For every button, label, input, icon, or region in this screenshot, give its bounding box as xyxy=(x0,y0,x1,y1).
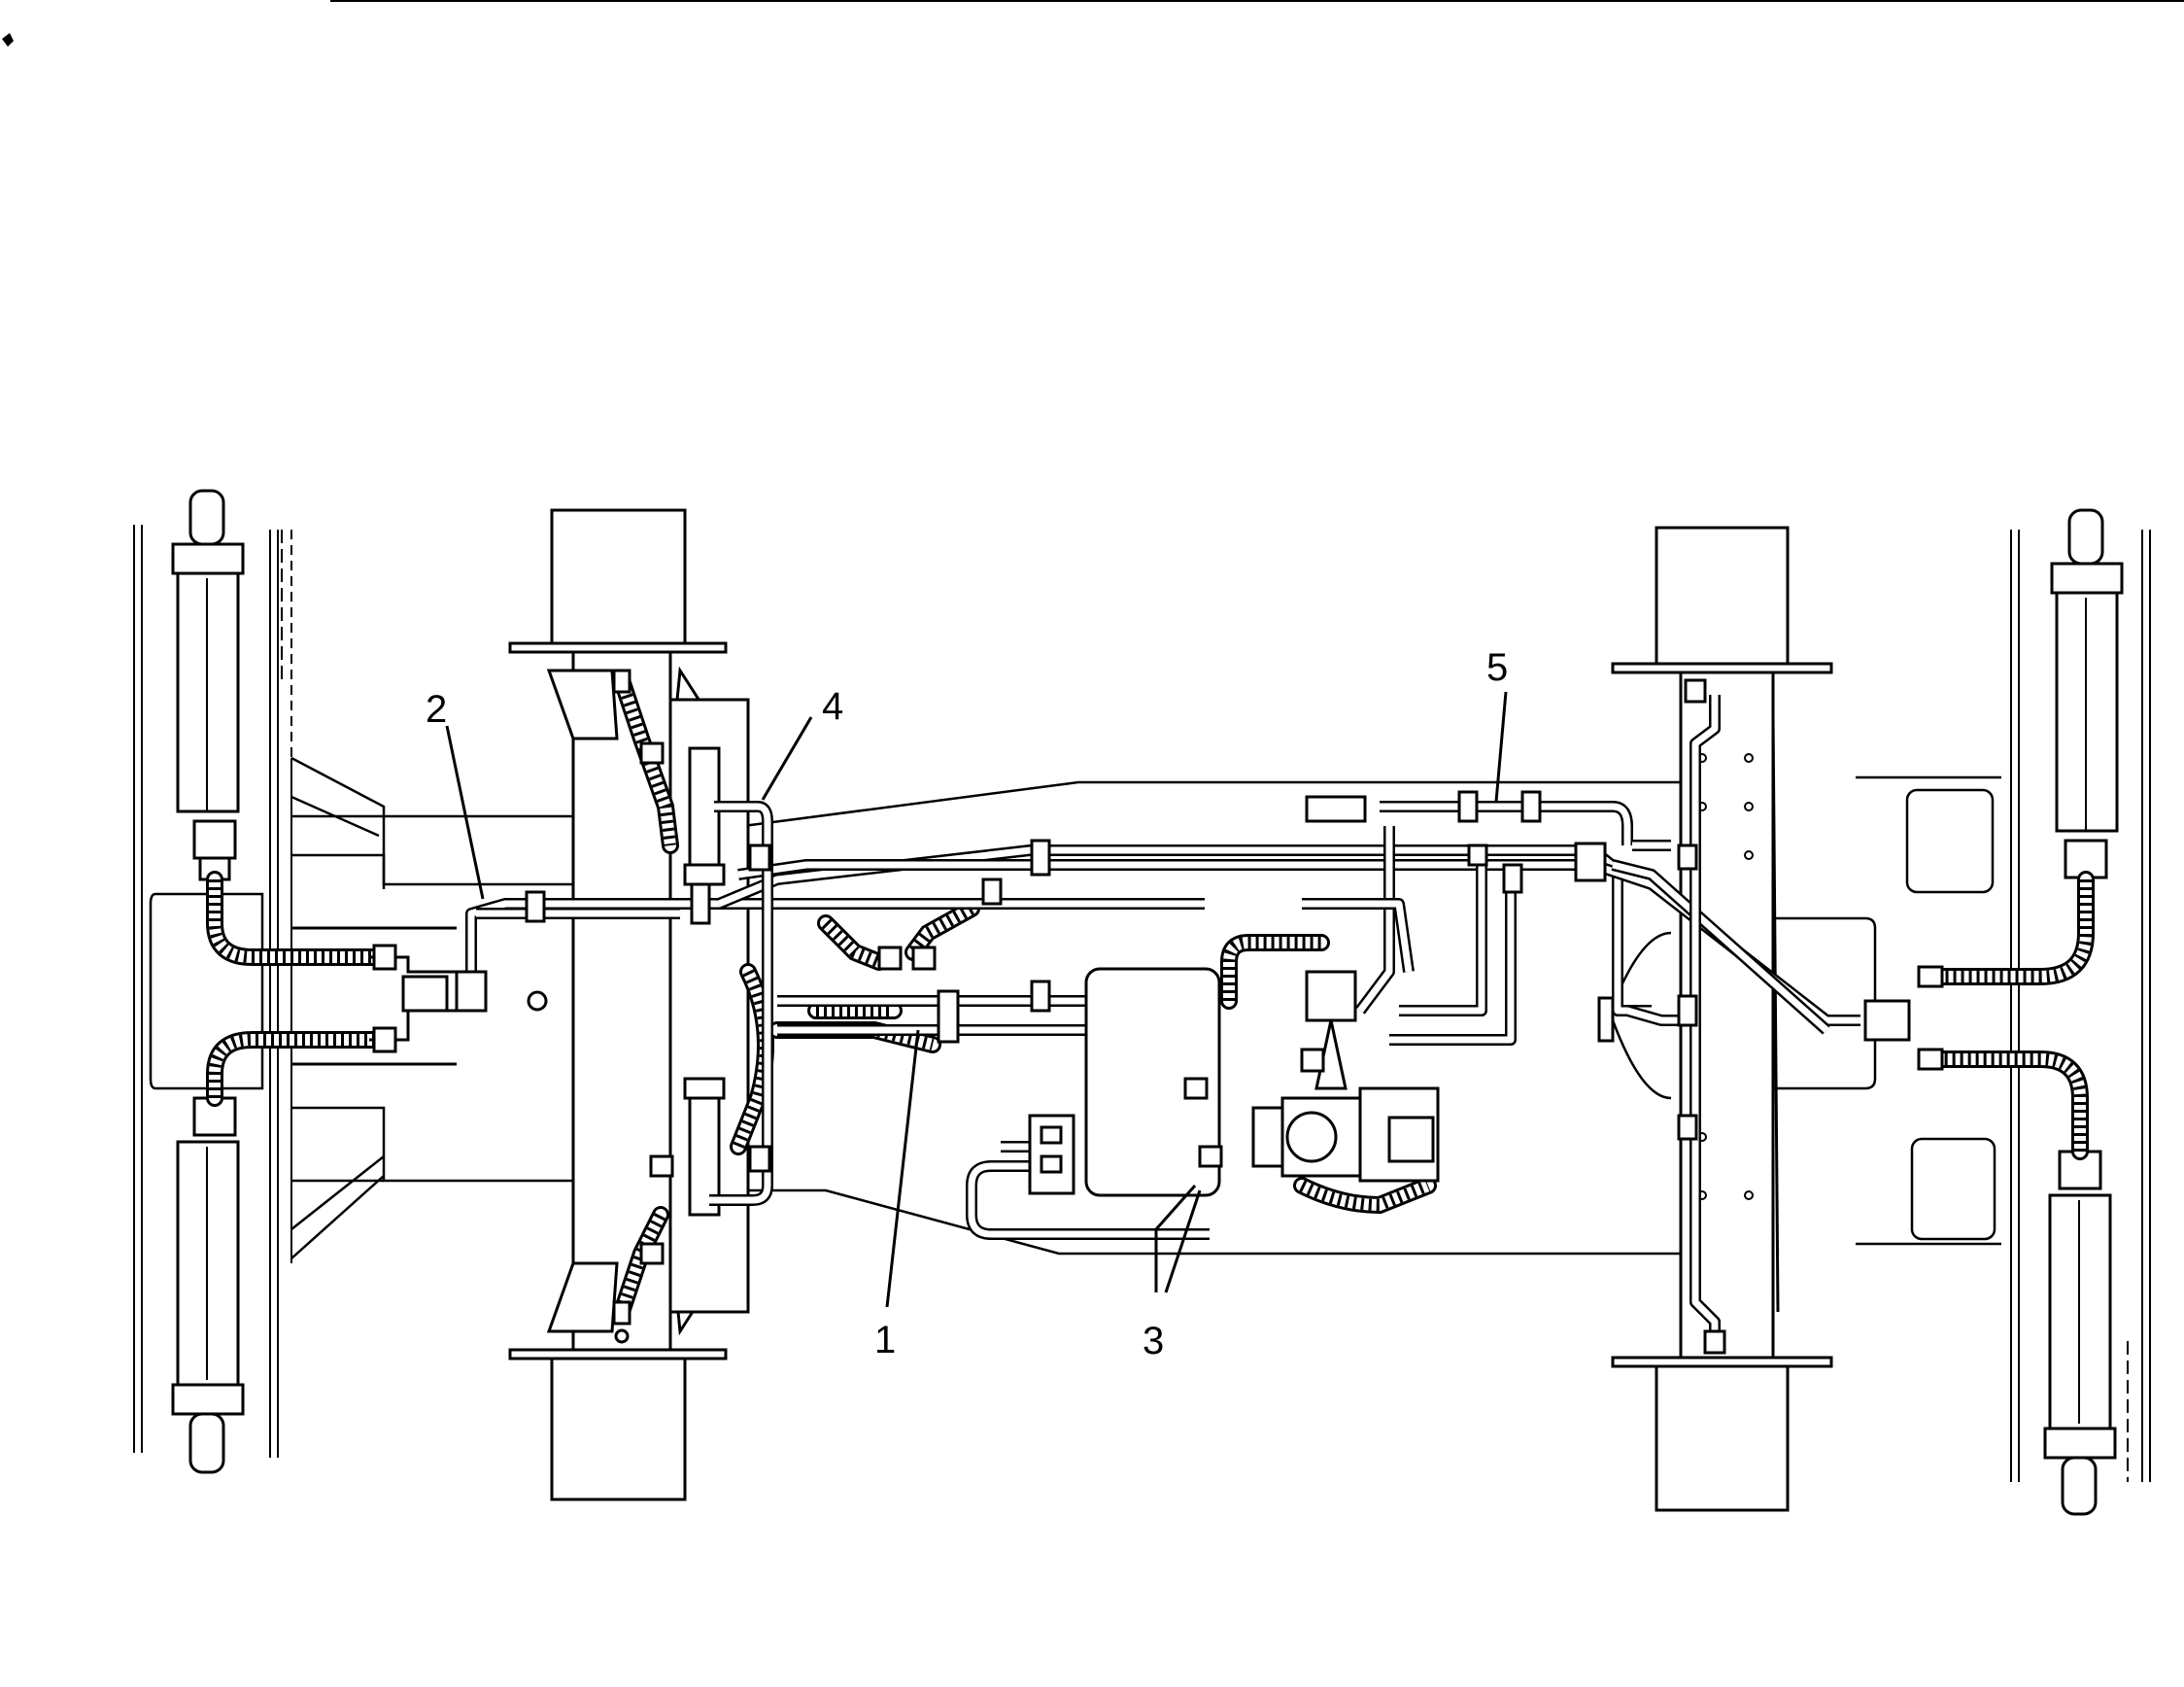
callout-4: 4 xyxy=(761,685,843,801)
right-frame-rails xyxy=(2010,530,2151,1482)
left-hub-plate xyxy=(149,892,264,1090)
center-components xyxy=(1028,795,1440,1197)
pipe-bundles xyxy=(465,695,1860,1351)
cylinder-front-right xyxy=(2050,508,2124,879)
callout-3-label: 3 xyxy=(1143,1320,1164,1362)
callout-2-label: 2 xyxy=(426,688,447,731)
braided-hoses xyxy=(206,671,2095,1321)
cylinder-rear-right xyxy=(2043,1150,2117,1516)
callout-3: 3 xyxy=(1143,1185,1202,1362)
callout-2: 2 xyxy=(426,688,485,900)
left-axle xyxy=(508,508,750,1501)
callout-1: 1 xyxy=(874,1029,920,1361)
callout-1-label: 1 xyxy=(874,1319,896,1361)
chassis-outline xyxy=(290,756,2001,1263)
callout-5: 5 xyxy=(1486,646,1508,803)
cylinder-front-left xyxy=(171,489,245,881)
right-axle xyxy=(1597,526,1996,1512)
cylinder-rear-left xyxy=(171,1096,245,1474)
corner-mark xyxy=(2,33,14,47)
callout-5-label: 5 xyxy=(1486,646,1508,689)
left-frame-rails xyxy=(133,525,292,1458)
callout-4-label: 4 xyxy=(822,685,843,728)
pipe-clamps xyxy=(372,669,1944,1355)
